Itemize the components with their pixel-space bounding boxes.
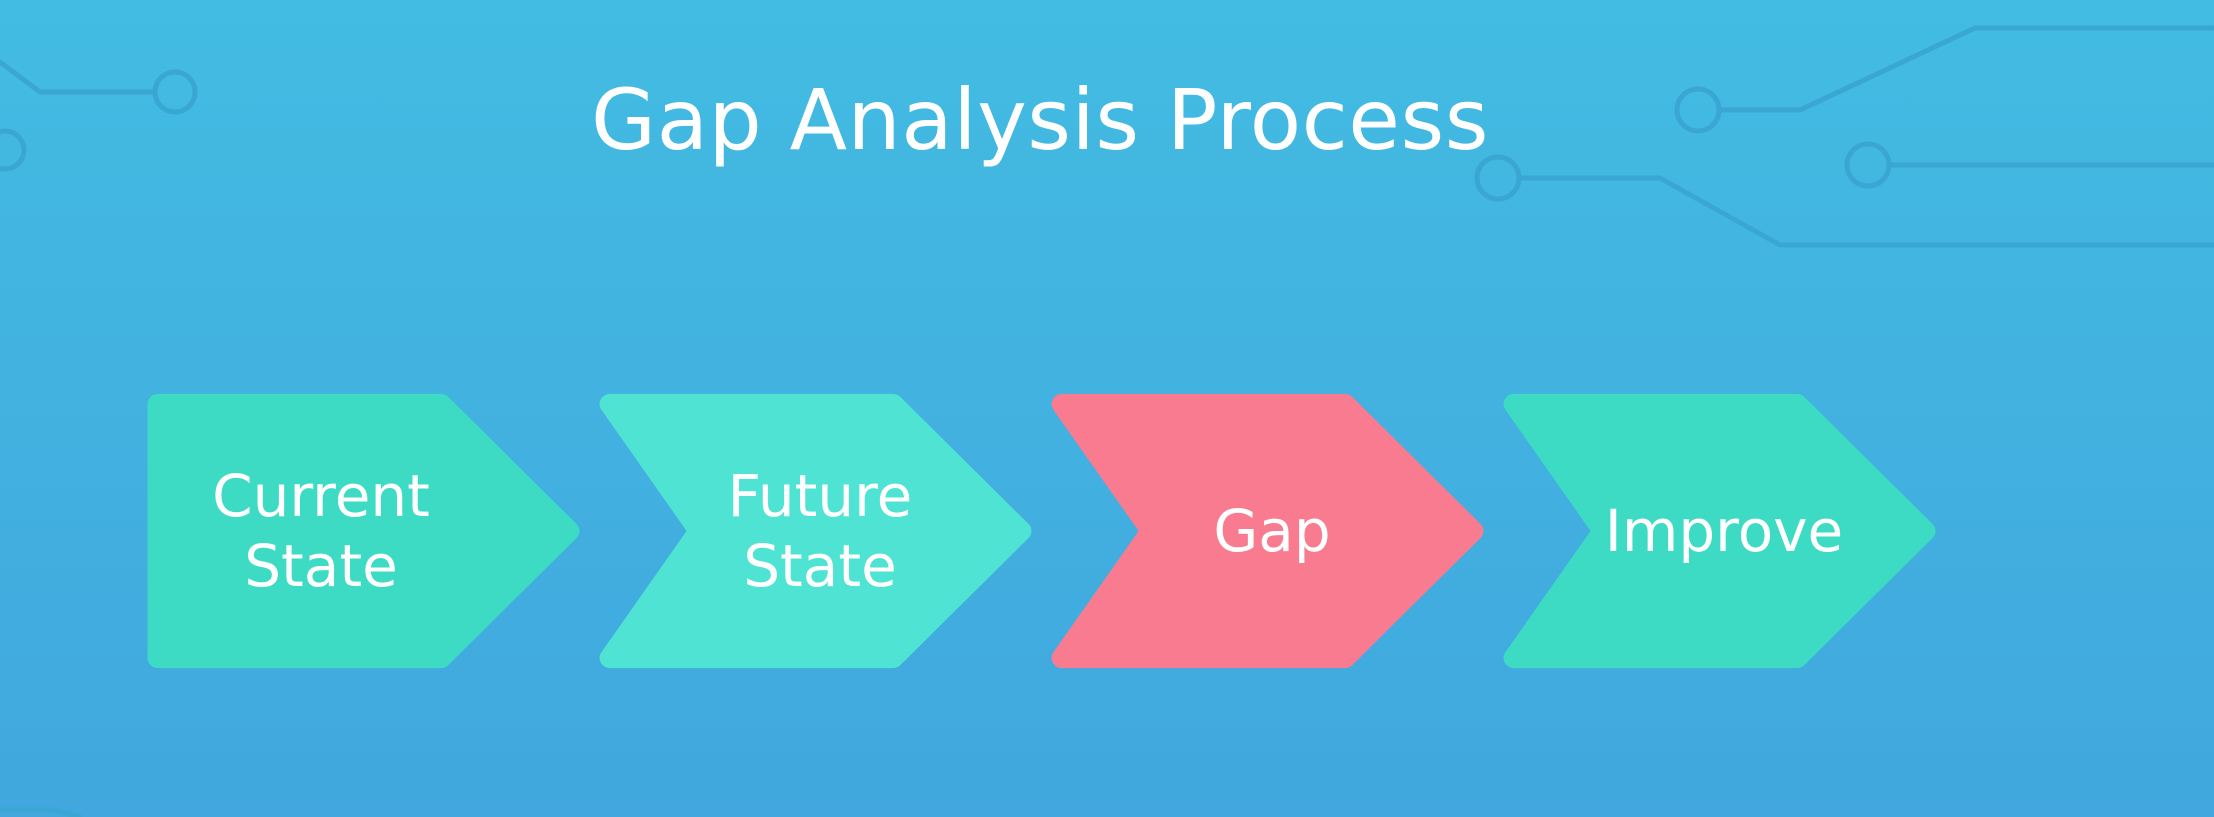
process-step-label: Gap [1145,393,1399,669]
chevron-shape [599,393,1032,669]
diagram-title: Gap Analysis Process [590,71,1490,169]
chevron-shape [147,393,580,669]
process-step-label-line: Current [212,462,430,530]
process-step-label-line: State [743,532,897,600]
process-step-label-line: State [244,532,398,600]
process-step-improve: Improve [1503,393,1936,669]
process-step-label-line: Future [727,462,913,530]
process-step-label: Improve [1597,393,1851,669]
process-step-gap: Gap [1051,393,1484,669]
chevron-shape [1051,393,1484,669]
chevron-shape [1503,393,1936,669]
process-step-label-line: Improve [1604,497,1844,565]
process-step-label-line: Gap [1213,497,1331,565]
